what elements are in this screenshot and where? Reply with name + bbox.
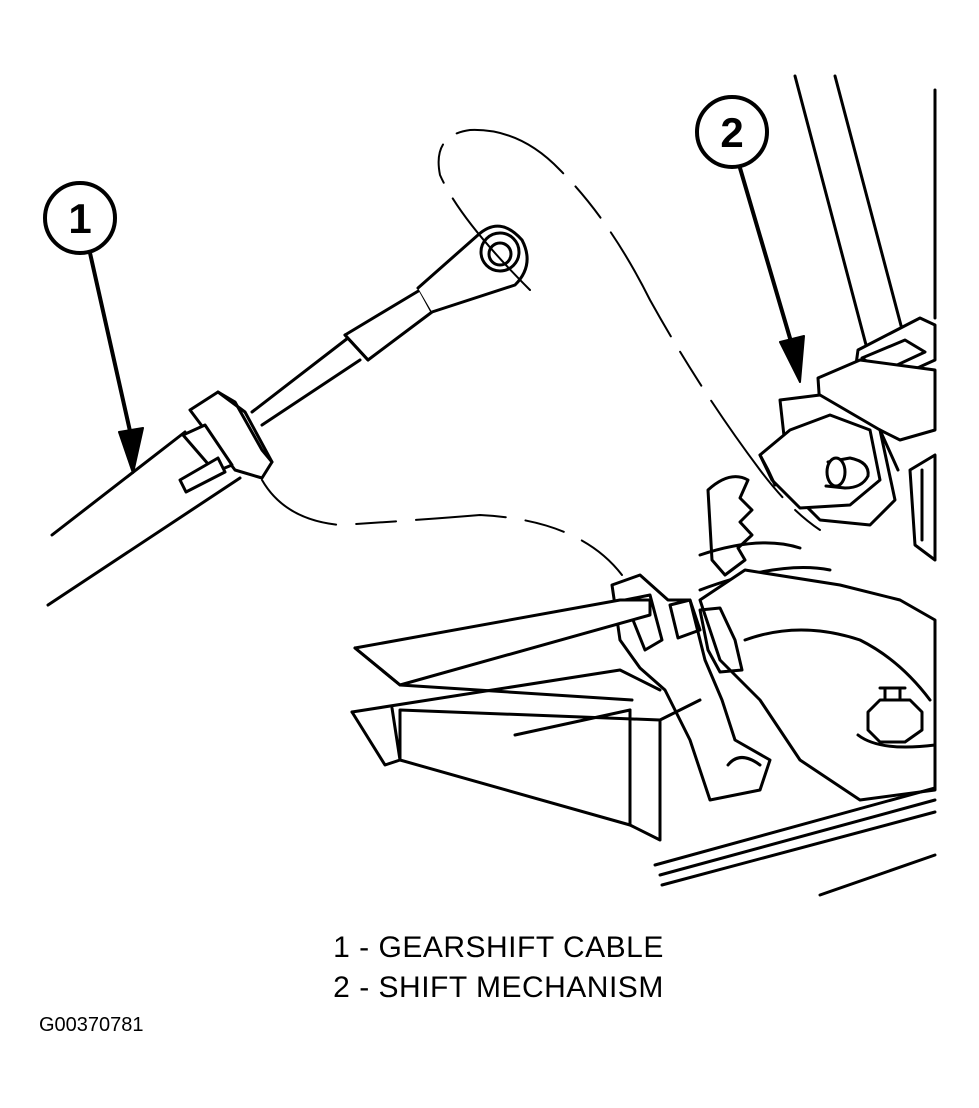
callout-1-circle (43, 181, 117, 255)
callout-1-leader (88, 251, 134, 442)
callout-2: 2 (695, 95, 805, 383)
legend: 1 - GEARSHIFT CABLE 2 - SHIFT MECHANISM (0, 928, 979, 1008)
legend-item-gearshift-cable: 1 - GEARSHIFT CABLE (333, 931, 664, 964)
callout-2-arrowhead (779, 335, 805, 383)
gearshift-cable (46, 224, 529, 607)
cable-routing-phantom (261, 128, 821, 576)
floor-pan (350, 598, 937, 897)
shift-mechanism (698, 74, 937, 802)
callout-2-number: 2 (720, 109, 743, 156)
figure-id: G00370781 (39, 1014, 144, 1036)
callout-2-leader (738, 166, 794, 347)
callout-1-number: 1 (68, 195, 91, 242)
callout-2-circle (695, 95, 769, 169)
callout-1: 1 (43, 181, 144, 474)
callout-1-arrowhead (118, 427, 144, 474)
cable-bracket (610, 573, 772, 802)
legend-item-shift-mechanism: 2 - SHIFT MECHANISM (333, 971, 664, 1004)
